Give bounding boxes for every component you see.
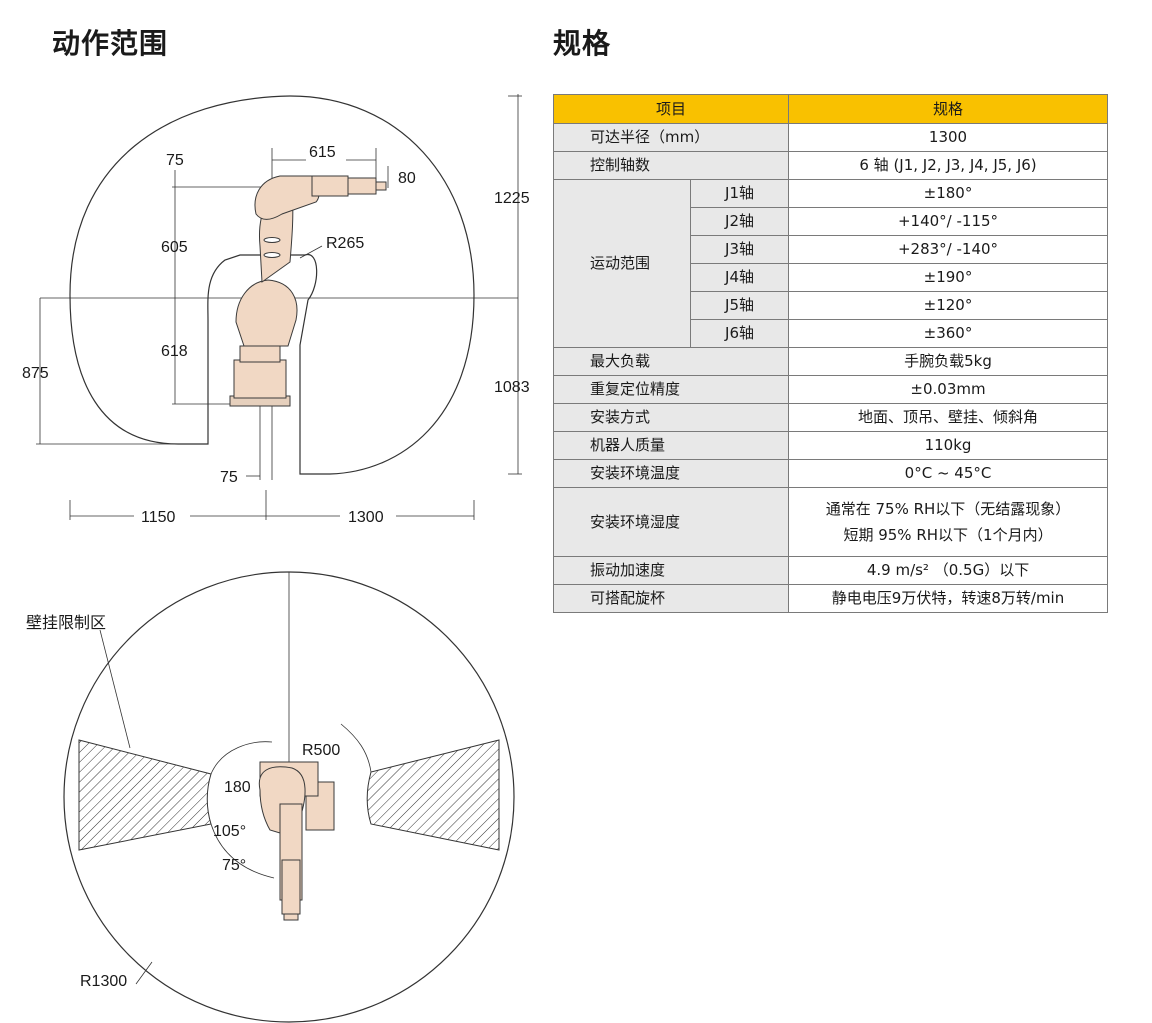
joint-value: ±120°: [788, 291, 1109, 320]
row-label-humidity: 安装环境湿度: [552, 487, 790, 557]
row-value-vibration: 4.9 m/s² （0.5G）以下: [788, 556, 1109, 585]
table-row: 运动范围 J1轴 ±180°: [553, 179, 1109, 348]
joint-name: J3轴: [689, 235, 790, 264]
dim-lower: 618: [161, 343, 188, 360]
dim-reach-left: 1150: [141, 509, 176, 526]
dim-left-height: 875: [22, 365, 49, 382]
row-value-reach: 1300: [788, 123, 1109, 152]
table-row: J6轴 ±360°: [554, 319, 1109, 348]
row-label-temperature: 安装环境温度: [552, 459, 790, 488]
humidity-line-2: 短期 95% RH以下（1个月内）: [843, 526, 1053, 544]
joint-value: ±180°: [788, 179, 1109, 208]
top-view: [63, 571, 515, 1023]
table-row: 振动加速度 4.9 m/s² （0.5G）以下: [552, 556, 1109, 585]
motion-range-title: 动作范围: [52, 27, 169, 60]
row-label-repeatability: 重复定位精度: [552, 375, 790, 404]
joint-value: +140°/ -115°: [788, 207, 1109, 236]
table-row: J2轴 +140°/ -115°: [554, 207, 1109, 236]
robot-top-illustration: [258, 761, 335, 921]
angle-180-label: 180: [224, 779, 251, 796]
spec-header-row: 项目 规格: [552, 94, 1109, 124]
dim-upper: 605: [161, 239, 188, 256]
robot-side-illustration: [229, 175, 387, 407]
joint-name: J4轴: [689, 263, 790, 292]
dim-tool: 80: [398, 170, 416, 187]
table-row: 可达半径（mm） 1300: [552, 123, 1109, 152]
header-item: 项目: [552, 94, 790, 124]
joint-name: J2轴: [689, 207, 790, 236]
joint-value: ±360°: [788, 319, 1109, 348]
wall-zone-left: [78, 739, 212, 851]
table-row: J4轴 ±190°: [554, 263, 1109, 292]
joint-name: J1轴: [689, 179, 790, 208]
dim-arm-length: 615: [309, 144, 336, 161]
angle-105-label: 105°: [213, 823, 246, 840]
top-view-labels: 壁挂限制区 R500 180 105° 75° R1300: [26, 613, 340, 990]
dim-radius: R265: [326, 235, 364, 252]
row-label-payload: 最大负载: [552, 347, 790, 376]
row-label-mounting: 安装方式: [552, 403, 790, 432]
wall-zone-label: 壁挂限制区: [26, 613, 106, 632]
table-row: 控制轴数 6 轴 (J1, J2, J3, J4, J5, J6): [552, 151, 1109, 180]
joint-value: ±190°: [788, 263, 1109, 292]
table-row: 重复定位精度 ±0.03mm: [552, 375, 1109, 404]
table-row: 最大负载 手腕负载5kg: [552, 347, 1109, 376]
row-label-motion: 运动范围: [553, 179, 691, 348]
side-view: [36, 94, 522, 520]
side-envelope: [69, 95, 475, 475]
row-label-axes: 控制轴数: [552, 151, 790, 180]
angle-75-label: 75°: [222, 857, 246, 874]
spec-title: 规格: [553, 27, 612, 60]
dim-right-height: 1083: [494, 379, 530, 396]
table-row: 安装环境湿度 通常在 75% RH以下（无结露现象） 短期 95% RH以下（1…: [552, 487, 1109, 557]
row-label-reach: 可达半径（mm）: [552, 123, 790, 152]
row-label-mass: 机器人质量: [552, 431, 790, 460]
table-row: 机器人质量 110kg: [552, 431, 1109, 460]
dim-reach-right: 1300: [348, 509, 384, 526]
dim-total-height: 1225: [494, 190, 530, 207]
humidity-line-1: 通常在 75% RH以下（无结露现象）: [825, 500, 1071, 518]
row-value-repeatability: ±0.03mm: [788, 375, 1109, 404]
row-label-bell-cup: 可搭配旋杯: [552, 584, 790, 613]
table-row: 安装环境温度 0°C ~ 45°C: [552, 459, 1109, 488]
joint-name: J5轴: [689, 291, 790, 320]
row-value-payload: 手腕负载5kg: [788, 347, 1109, 376]
dim-base-offset: 75: [220, 469, 238, 486]
joint-name: J6轴: [689, 319, 790, 348]
row-value-temperature: 0°C ~ 45°C: [788, 459, 1109, 488]
spec-table: 项目 规格 可达半径（mm） 1300 控制轴数 6 轴 (J1, J2, J3…: [552, 94, 1109, 613]
row-value-humidity: 通常在 75% RH以下（无结露现象） 短期 95% RH以下（1个月内）: [788, 487, 1109, 557]
side-view-labels: 75 615 80 605 R265 618 875 1225 1083 75 …: [22, 144, 530, 526]
dim-top-offset: 75: [166, 152, 184, 169]
wall-zone-right: [366, 739, 500, 851]
row-value-mounting: 地面、顶吊、壁挂、倾斜角: [788, 403, 1109, 432]
header-spec: 规格: [788, 94, 1109, 124]
table-row: 安装方式 地面、顶吊、壁挂、倾斜角: [552, 403, 1109, 432]
row-label-vibration: 振动加速度: [552, 556, 790, 585]
table-row: 可搭配旋杯 静电电压9万伏特，转速8万转/min: [552, 584, 1109, 613]
radius-small-label: R500: [302, 742, 340, 759]
row-value-mass: 110kg: [788, 431, 1109, 460]
table-row: J3轴 +283°/ -140°: [554, 235, 1109, 264]
radius-large-label: R1300: [80, 973, 127, 990]
row-value-bell-cup: 静电电压9万伏特，转速8万转/min: [788, 584, 1109, 613]
row-value-axes: 6 轴 (J1, J2, J3, J4, J5, J6): [788, 151, 1109, 180]
joint-value: +283°/ -140°: [788, 235, 1109, 264]
